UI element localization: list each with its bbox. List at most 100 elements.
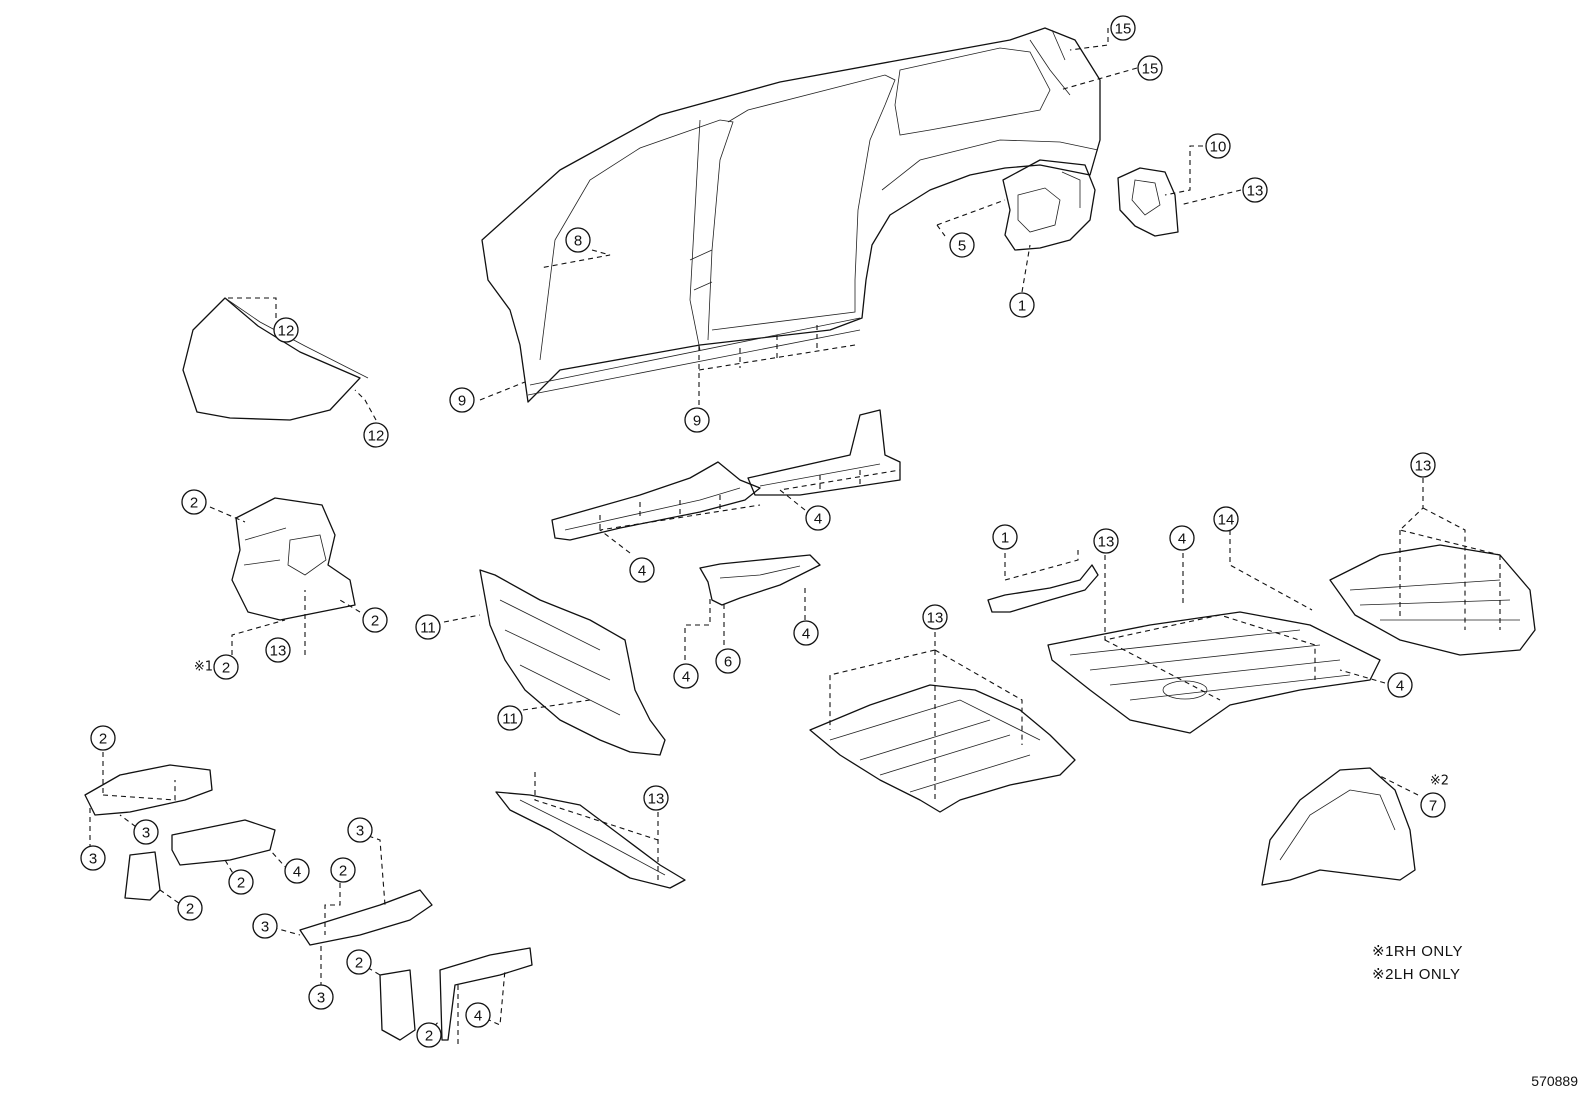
callout-circle: [793, 620, 819, 646]
callout-9: 9: [684, 407, 710, 433]
callout-circle: [181, 489, 207, 515]
callout-1: 1: [1009, 292, 1035, 318]
callout-circle: [1420, 792, 1446, 818]
callout-number: 2: [371, 613, 379, 630]
callout-3: 3: [252, 913, 278, 939]
callout-number: 2: [186, 901, 194, 918]
note-mark: ※1: [1372, 943, 1394, 960]
callout-circle: [922, 604, 948, 630]
callout-8: 8: [565, 227, 591, 253]
callout-number: 10: [1210, 139, 1227, 156]
rocker-reinforcement: [551, 409, 901, 541]
callout-group: 15151013518121299222※1134411114461134131…: [80, 15, 1449, 1048]
callout-2: 2: [362, 607, 388, 633]
callout-number: 4: [802, 626, 810, 643]
callout-circle: [992, 524, 1018, 550]
callout-circle: [1169, 525, 1195, 551]
callout-circle: [362, 607, 388, 633]
callout-13: 13: [265, 637, 291, 663]
front-floor-crossmember: [495, 791, 686, 889]
callout-3: 3: [133, 819, 159, 845]
callout-4: 4: [284, 858, 310, 884]
callout-4: 4: [1387, 672, 1413, 698]
callout-number: 7: [1429, 798, 1437, 815]
callout-circle: [805, 505, 831, 531]
reference-number: 570889: [1531, 1073, 1578, 1089]
callout-circle: [284, 858, 310, 884]
callout-circle: [1410, 452, 1436, 478]
callout-15: 15: [1110, 15, 1136, 41]
callout-number: 2: [355, 955, 363, 972]
callout-number: 14: [1218, 512, 1235, 529]
callout-circle: [265, 637, 291, 663]
callout-6: 6: [715, 648, 741, 674]
callout-2: 2: [177, 895, 203, 921]
callout-4: 4: [805, 505, 831, 531]
callout-11: 11: [497, 705, 523, 731]
callout-3: 3: [347, 817, 373, 843]
callout-number: 13: [1247, 183, 1264, 200]
note-rh-only: ※1RH ONLY: [1372, 942, 1463, 960]
body-side-outer-panel: [481, 27, 1101, 403]
callout-2: 2: [228, 869, 254, 895]
callout-circle: [497, 705, 523, 731]
callout-4: 4: [465, 1002, 491, 1028]
callout-number: 15: [1142, 61, 1159, 78]
callout-number: 3: [261, 919, 269, 936]
callout-number: 3: [89, 851, 97, 868]
callout-3: 3: [80, 845, 106, 871]
callout-circle: [252, 913, 278, 939]
callout-1: 1: [992, 524, 1018, 550]
callout-number: 2: [222, 660, 230, 677]
quarter-bracket: [1117, 167, 1179, 237]
callout-number: 5: [958, 238, 966, 255]
callout-13: 13: [1410, 452, 1436, 478]
callout-circle: [330, 857, 356, 883]
callout-circle: [949, 232, 975, 258]
callout-12: 12: [363, 422, 389, 448]
callout-circle: [715, 648, 741, 674]
callout-number: 13: [1098, 534, 1115, 551]
callout-number: 2: [190, 495, 198, 512]
note-text: LH ONLY: [1393, 966, 1461, 983]
callout-number: 3: [142, 825, 150, 842]
callout-number: 15: [1115, 21, 1132, 38]
callout-number: 2: [339, 863, 347, 880]
callout-number: 1: [1018, 298, 1026, 315]
callout-number: 4: [1396, 678, 1404, 695]
callout-9: 9: [449, 387, 475, 413]
front-frame-rail: [84, 764, 533, 1041]
callout-circle: [133, 819, 159, 845]
callout-7: 7 ※2: [1420, 774, 1449, 818]
callout-number: 4: [638, 563, 646, 580]
callout-number: 13: [648, 791, 665, 808]
callout-14: 14: [1213, 506, 1239, 532]
callout-circle: [643, 785, 669, 811]
callout-circle: [273, 317, 299, 343]
callout-number: 3: [317, 990, 325, 1007]
floor-side-member: [987, 564, 1099, 613]
callout-note-mark: ※1: [194, 660, 213, 675]
callout-10: 10: [1205, 133, 1231, 159]
callout-note-mark: ※2: [1430, 774, 1449, 789]
callout-11: 11: [415, 614, 441, 640]
callout-4: 4: [629, 557, 655, 583]
callout-circle: [308, 984, 334, 1010]
rear-floor-pan: [1329, 544, 1536, 656]
callout-circle: [465, 1002, 491, 1028]
callout-number: 4: [474, 1008, 482, 1025]
callout-number: 12: [368, 428, 385, 445]
callout-circle: [213, 654, 239, 680]
center-pillar-lower: [699, 554, 821, 606]
callout-number: 1: [1001, 530, 1009, 547]
callout-13: 13: [643, 785, 669, 811]
callout-number: 8: [574, 233, 582, 250]
callout-number: 12: [278, 323, 295, 340]
callout-number: 2: [99, 731, 107, 748]
callout-2: 2: [90, 725, 116, 751]
callout-3: 3: [308, 984, 334, 1010]
note-text: RH ONLY: [1393, 943, 1463, 960]
note-lh-only: ※2LH ONLY: [1372, 965, 1461, 983]
callout-circle: [416, 1022, 442, 1048]
